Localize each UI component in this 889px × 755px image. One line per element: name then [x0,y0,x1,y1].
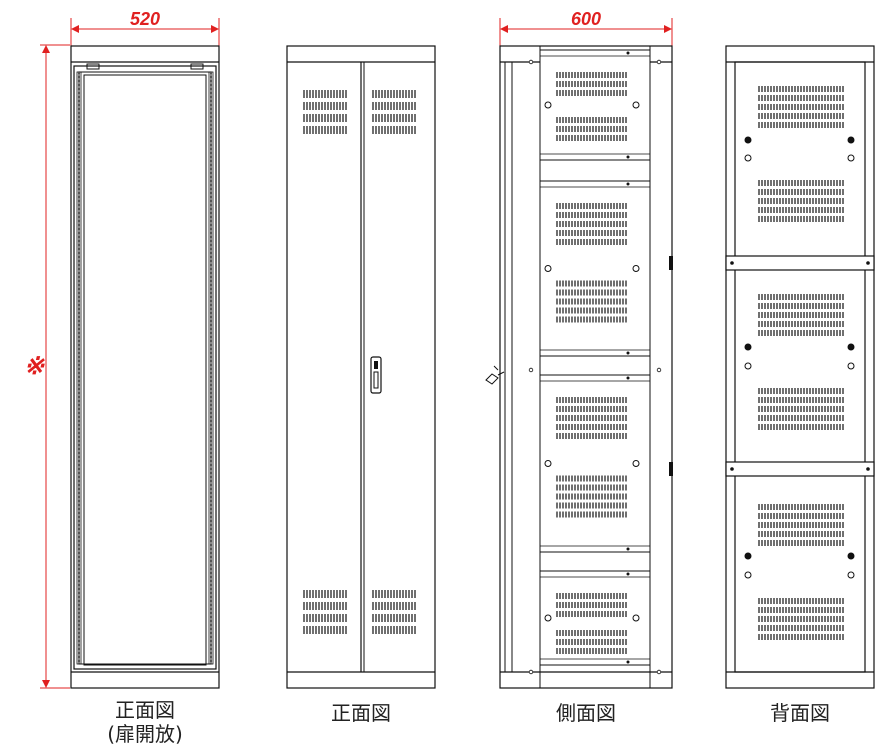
vent-side [556,397,627,439]
vent-side [556,280,627,323]
vent-back [758,504,844,546]
caption-front-open: 正面図 [115,698,175,722]
vent-side [556,630,627,654]
screw-icon [847,552,855,560]
width-label-520: 520 [130,9,160,29]
side-view [485,45,673,689]
vent-front-bottom-left [303,590,347,634]
vent-front-bottom-right [372,590,416,634]
screw-icon [744,571,752,579]
screw-icon [544,460,552,467]
vent-back [758,86,844,128]
screw-icon [847,136,855,144]
screw-icon [632,265,640,272]
screw-icon [632,460,640,467]
vent-front-top-left [303,90,347,134]
screw-icon [744,136,752,144]
side-panel [539,49,651,161]
back-view [725,45,875,689]
side-key-icon [485,365,505,385]
vent-side [556,72,627,96]
height-mark: ※ [24,353,45,380]
screw-icon [632,614,640,622]
vent-side [556,475,627,518]
front-view-closed [286,45,436,689]
height-dimension: ※ [24,44,70,689]
vent-back [758,180,844,222]
side-panel [539,374,651,553]
width-dimension-front: 520 [70,9,220,46]
screw-icon [544,265,552,272]
vent-side [556,593,627,617]
vent-side [556,117,627,141]
screw-icon [744,552,752,560]
door-handle-icon [370,356,382,394]
caption-front-open-sub: (扉開放) [107,722,183,746]
screw-icon [847,571,855,579]
front-view-open [70,45,220,689]
caption-back: 背面図 [770,701,830,725]
side-panel [539,570,651,666]
vent-back [758,294,844,336]
vent-back [758,388,844,430]
side-panel [539,180,651,357]
vent-front-top-right [372,90,416,134]
caption-side: 側面図 [556,701,616,725]
screw-icon [544,614,552,622]
screw-icon [847,362,855,370]
caption-front: 正面図 [331,701,391,725]
screw-icon [744,362,752,370]
screw-icon [744,343,752,351]
width-label-600: 600 [571,9,601,29]
screw-icon [847,154,855,162]
screw-icon [544,101,552,109]
vent-side [556,203,627,245]
screw-icon [847,343,855,351]
screw-icon [744,154,752,162]
screw-icon [632,101,640,109]
width-dimension-side: 600 [499,9,673,46]
vent-back [758,598,844,640]
